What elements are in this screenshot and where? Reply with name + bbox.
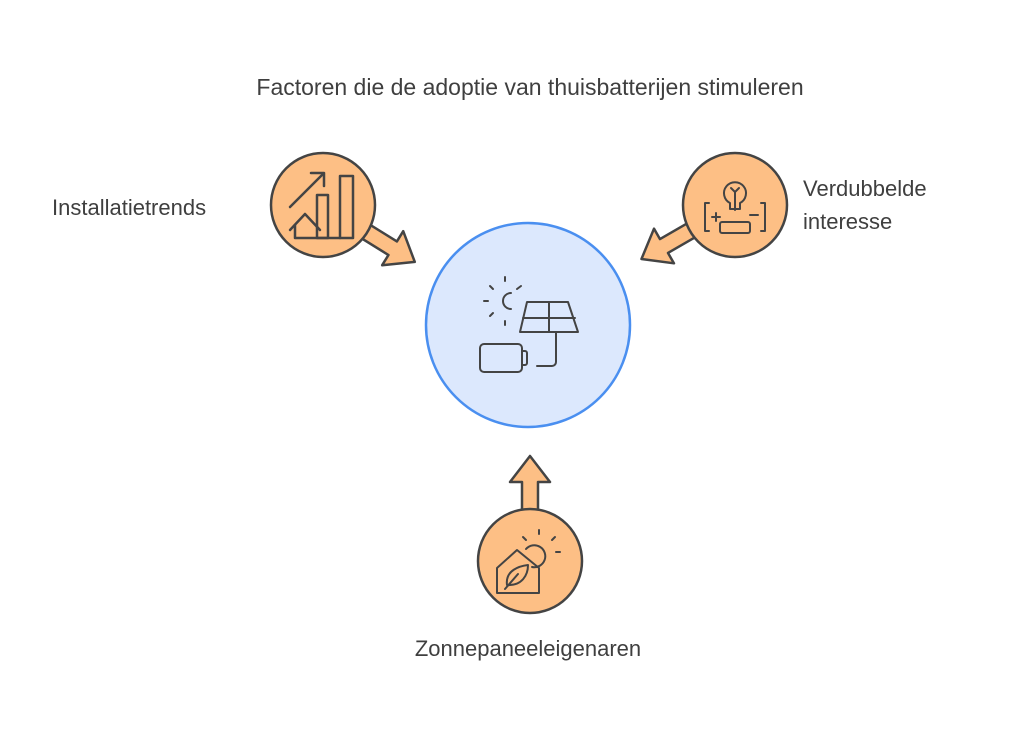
factor-installatietrends: Installatietrends: [52, 151, 377, 259]
eco-house-sun-icon: [496, 529, 561, 594]
center-node: [424, 221, 632, 429]
lightbulb-battery-icon: [704, 181, 766, 234]
factor-label-line2: interesse: [803, 209, 892, 234]
factor-zonnepaneeleigenaren: Zonnepaneeleigenaren: [415, 507, 641, 661]
diagram-title: Factoren die de adoptie van thuisbatteri…: [256, 74, 803, 100]
factor-label: Zonnepaneeleigenaren: [415, 636, 641, 661]
chart-house-icon: [288, 171, 355, 240]
factor-verdubbelde-interesse: Verdubbelde interesse: [681, 151, 927, 259]
factor-label-line1: Verdubbelde: [803, 176, 927, 201]
factor-label: Installatietrends: [52, 195, 206, 220]
solar-panel-battery-icon: [479, 276, 579, 373]
